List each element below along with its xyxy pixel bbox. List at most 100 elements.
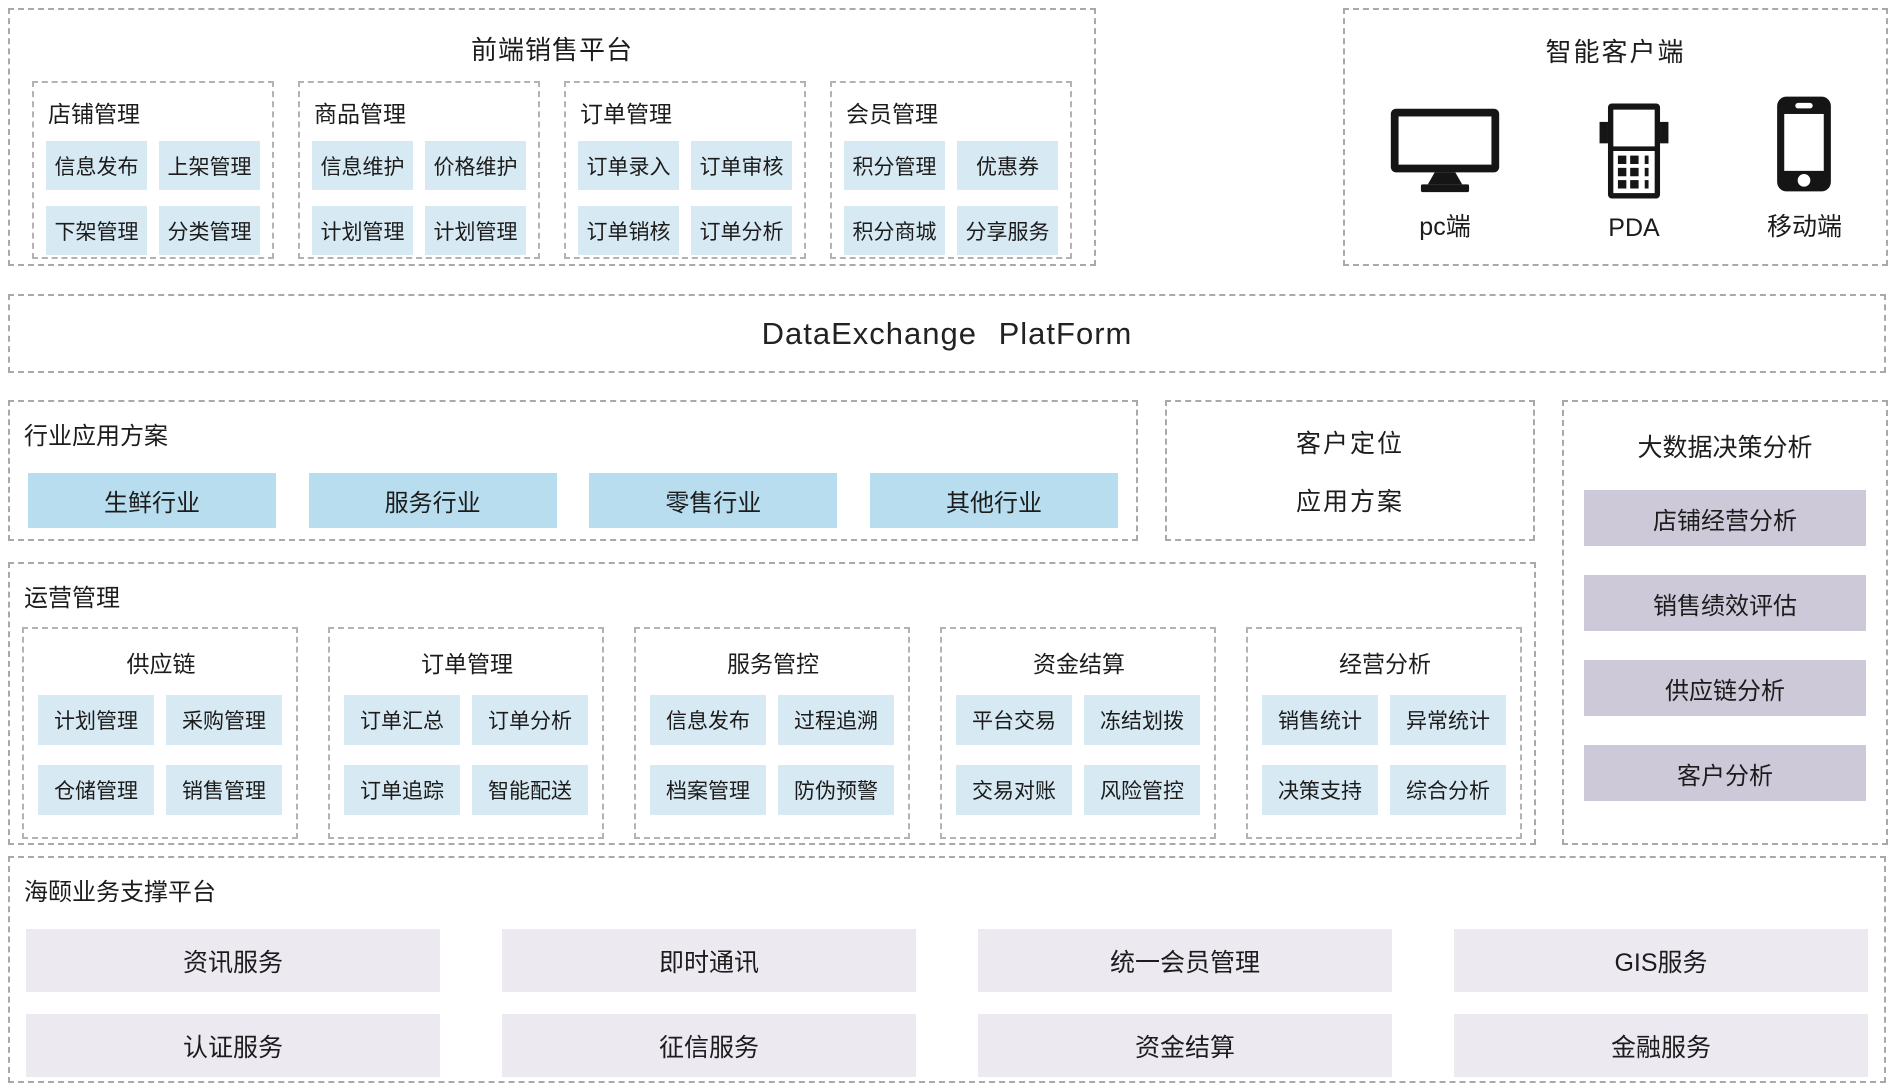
group-product-management: 商品管理 信息维护 价格维护 计划管理 计划管理 <box>298 81 540 259</box>
industry-chip: 服务行业 <box>308 473 557 528</box>
pda-icon <box>1599 103 1669 199</box>
service-chip: 即时通讯 <box>502 929 916 992</box>
module-chip: 智能配送 <box>472 765 588 815</box>
device-label: PDA <box>1608 214 1660 242</box>
chip-grid: 订单汇总 订单分析 订单追踪 智能配送 <box>344 695 588 815</box>
customer-positioning-line: 应用方案 <box>1295 487 1404 516</box>
analysis-chip: 客户分析 <box>1584 745 1866 801</box>
data-exchange-box: DataExchange PlatForm <box>8 294 1886 373</box>
group-fund-settlement: 资金结算 平台交易 冻结划拨 交易对账 风险管控 <box>940 627 1216 839</box>
device-pc: pc端 <box>1389 107 1501 243</box>
support-platform-title: 海颐业务支撑平台 <box>24 879 216 906</box>
module-chip: 销售统计 <box>1262 695 1378 745</box>
module-chip: 分享服务 <box>957 206 1058 255</box>
device-mobile: 移动端 <box>1767 95 1842 243</box>
module-chip: 信息发布 <box>46 141 147 190</box>
big-data-analysis-box: 大数据决策分析 店铺经营分析 销售绩效评估 供应链分析 客户分析 <box>1562 400 1888 845</box>
industry-chip-row: 生鲜行业 服务行业 零售行业 其他行业 <box>10 473 1136 528</box>
group-title: 服务管控 <box>727 651 819 677</box>
group-member-management: 会员管理 积分管理 优惠券 积分商城 分享服务 <box>830 81 1072 259</box>
service-chip: 统一会员管理 <box>978 929 1392 992</box>
chip-grid: 信息维护 价格维护 计划管理 计划管理 <box>312 141 526 255</box>
group-business-analysis: 经营分析 销售统计 异常统计 决策支持 综合分析 <box>1246 627 1522 839</box>
service-chip: 资金结算 <box>978 1014 1392 1077</box>
module-chip: 订单汇总 <box>344 695 460 745</box>
big-data-analysis-title: 大数据决策分析 <box>1637 434 1813 462</box>
group-title: 经营分析 <box>1339 651 1431 677</box>
module-chip: 交易对账 <box>956 765 1072 815</box>
desktop-monitor-icon <box>1390 108 1500 193</box>
frontend-platform-box: 前端销售平台 店铺管理 信息发布 上架管理 下架管理 分类管理 商品管理 信息维… <box>8 8 1096 266</box>
module-chip: 防伪预警 <box>778 765 894 815</box>
frontend-groups: 店铺管理 信息发布 上架管理 下架管理 分类管理 商品管理 信息维护 价格维护 … <box>10 81 1094 259</box>
module-chip: 冻结划拨 <box>1084 695 1200 745</box>
industry-solutions-box: 行业应用方案 生鲜行业 服务行业 零售行业 其他行业 <box>8 400 1138 541</box>
group-order-management: 订单管理 订单录入 订单审核 订单销核 订单分析 <box>564 81 806 259</box>
module-chip: 分类管理 <box>159 206 260 255</box>
analysis-chip: 供应链分析 <box>1584 660 1866 716</box>
device-label: pc端 <box>1419 213 1471 241</box>
customer-positioning-box: 客户定位 应用方案 <box>1165 400 1535 541</box>
service-chip: GIS服务 <box>1454 929 1868 992</box>
device-row: pc端 <box>1345 95 1886 243</box>
module-chip: 订单分析 <box>691 206 792 255</box>
chip-grid: 订单录入 订单审核 订单销核 订单分析 <box>578 141 792 255</box>
group-title: 会员管理 <box>846 101 938 127</box>
service-chip: 征信服务 <box>502 1014 916 1077</box>
module-chip: 订单录入 <box>578 141 679 190</box>
industry-solutions-title: 行业应用方案 <box>24 423 168 450</box>
industry-chip: 其他行业 <box>869 473 1118 528</box>
module-chip: 决策支持 <box>1262 765 1378 815</box>
analysis-chip: 店铺经营分析 <box>1584 490 1866 546</box>
module-chip: 销售管理 <box>166 765 282 815</box>
chip-grid: 销售统计 异常统计 决策支持 综合分析 <box>1262 695 1506 815</box>
operations-groups: 供应链 计划管理 采购管理 仓储管理 销售管理 订单管理 订单汇总 订单分析 订… <box>10 627 1534 839</box>
group-title: 商品管理 <box>314 101 406 127</box>
module-chip: 采购管理 <box>166 695 282 745</box>
module-chip: 平台交易 <box>956 695 1072 745</box>
chip-grid: 平台交易 冻结划拨 交易对账 风险管控 <box>956 695 1200 815</box>
module-chip: 下架管理 <box>46 206 147 255</box>
big-data-chip-column: 店铺经营分析 销售绩效评估 供应链分析 客户分析 <box>1564 490 1886 801</box>
group-supply-chain: 供应链 计划管理 采购管理 仓储管理 销售管理 <box>22 627 298 839</box>
module-chip: 积分商城 <box>844 206 945 255</box>
industry-chip: 零售行业 <box>589 473 838 528</box>
group-title: 资金结算 <box>1033 651 1125 677</box>
service-chip: 金融服务 <box>1454 1014 1868 1077</box>
support-service-grid: 资讯服务 即时通讯 统一会员管理 GIS服务 认证服务 征信服务 资金结算 金融… <box>10 929 1884 1077</box>
smart-client-box: 智能客户端 pc端 <box>1343 8 1888 266</box>
data-exchange-title: DataExchange PlatForm <box>761 315 1133 351</box>
service-chip: 认证服务 <box>26 1014 440 1077</box>
frontend-platform-title: 前端销售平台 <box>470 35 633 65</box>
module-chip: 信息维护 <box>312 141 413 190</box>
group-title: 店铺管理 <box>48 101 140 127</box>
smartphone-icon <box>1777 96 1832 192</box>
module-chip: 信息发布 <box>650 695 766 745</box>
chip-grid: 信息发布 过程追溯 档案管理 防伪预警 <box>650 695 894 815</box>
operations-box: 运营管理 供应链 计划管理 采购管理 仓储管理 销售管理 订单管理 订单汇总 订… <box>8 562 1536 845</box>
module-chip: 订单审核 <box>691 141 792 190</box>
group-title: 订单管理 <box>421 651 513 677</box>
group-order-management-ops: 订单管理 订单汇总 订单分析 订单追踪 智能配送 <box>328 627 604 839</box>
module-chip: 订单追踪 <box>344 765 460 815</box>
group-service-control: 服务管控 信息发布 过程追溯 档案管理 防伪预警 <box>634 627 910 839</box>
module-chip: 风险管控 <box>1084 765 1200 815</box>
customer-positioning-line: 客户定位 <box>1295 429 1404 458</box>
module-chip: 积分管理 <box>844 141 945 190</box>
group-title: 订单管理 <box>580 101 672 127</box>
chip-grid: 信息发布 上架管理 下架管理 分类管理 <box>46 141 260 255</box>
group-title: 供应链 <box>126 651 196 677</box>
module-chip: 上架管理 <box>159 141 260 190</box>
group-store-management: 店铺管理 信息发布 上架管理 下架管理 分类管理 <box>32 81 274 259</box>
module-chip: 订单销核 <box>578 206 679 255</box>
module-chip: 计划管理 <box>312 206 413 255</box>
module-chip: 计划管理 <box>425 206 526 255</box>
operations-title: 运营管理 <box>24 585 120 612</box>
device-pda: PDA <box>1597 102 1671 243</box>
module-chip: 优惠券 <box>957 141 1058 190</box>
device-label: 移动端 <box>1766 213 1842 241</box>
module-chip: 计划管理 <box>38 695 154 745</box>
module-chip: 订单分析 <box>472 695 588 745</box>
chip-grid: 计划管理 采购管理 仓储管理 销售管理 <box>38 695 282 815</box>
